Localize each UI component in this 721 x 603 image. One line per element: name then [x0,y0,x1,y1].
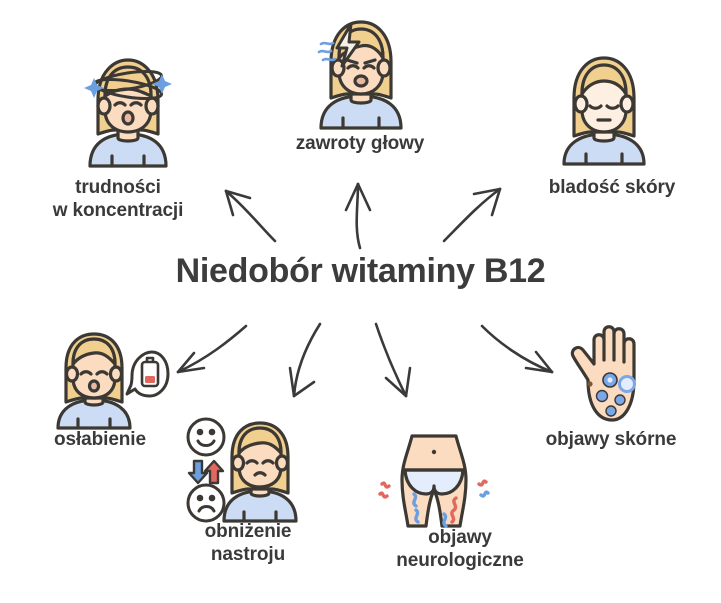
symptom-label-objawy-neurologiczne: objawy neurologiczne [396,527,524,572]
hand-spots-icon [560,322,670,426]
symptom-label-zawroty-glowy: zawroty głowy [295,133,425,154]
pale-woman-icon [548,48,660,166]
arrow-to-neurologiczne [368,320,418,400]
arrow-to-bladosc [438,175,518,245]
symptom-label-oslabienie: osłabienie [54,429,146,450]
woman-mood-faces-icon [180,415,304,523]
woman-lightning-headache-icon [305,8,417,130]
symptom-label-objawy-skorne: objawy skórne [545,429,677,450]
arrow-to-oslabienie [172,320,252,382]
arrow-to-skorne [478,320,560,382]
dizzy-woman-stars-icon [72,48,184,168]
woman-low-battery-icon [46,330,170,430]
symptom-label-obnizenie-nastroju: obniżenie nastroju [204,521,292,566]
arrow-to-obnizenie [280,320,330,400]
page-title: Niedobór witaminy B12 [175,252,546,290]
symptom-label-trudnosci-w-koncentracji: trudności w koncentracji [52,177,184,222]
arrow-to-trudnosci [205,175,285,245]
symptom-label-bladosc-skory: bladość skóry [548,177,676,198]
hips-tingling-icon [372,432,496,528]
arrow-to-zawroty [338,180,378,250]
